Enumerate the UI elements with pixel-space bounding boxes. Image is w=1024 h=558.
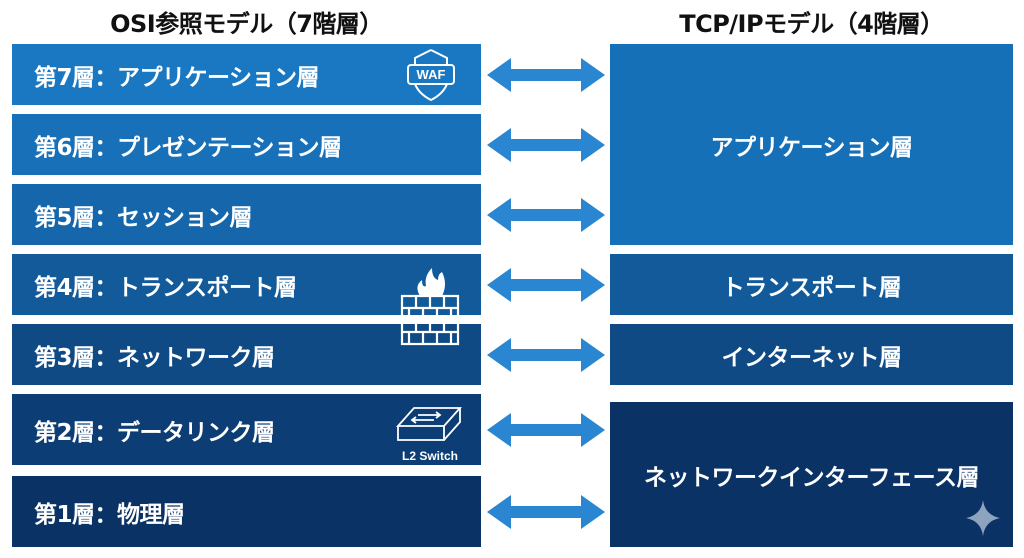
l2-switch-label: L2 Switch bbox=[402, 449, 458, 463]
osi-layer-2-label: 第2層：データリンク層 bbox=[34, 419, 275, 446]
double-arrow-icon bbox=[487, 495, 605, 529]
osi-layer-5: 第5層：セッション層 bbox=[12, 184, 481, 245]
osi-layer-7: 第7層：アプリケーション層 bbox=[12, 44, 481, 105]
double-arrow-icon bbox=[487, 128, 605, 162]
tcpip-network-interface-layer: ネットワークインターフェース層 bbox=[610, 402, 1013, 547]
tcpip-transport-label: トランスポート層 bbox=[721, 274, 902, 301]
tcpip-internet-layer: インターネット層 bbox=[610, 324, 1013, 385]
osi-layer-3-label: 第3層：ネットワーク層 bbox=[34, 344, 275, 371]
tcpip-application-layer: アプリケーション層 bbox=[610, 44, 1013, 245]
tcpip-application-label: アプリケーション層 bbox=[710, 134, 913, 161]
double-arrow-icon bbox=[487, 198, 605, 232]
osi-layer-1-label: 第1層：物理層 bbox=[34, 501, 185, 528]
tcpip-model-heading: TCP/IPモデル（4階層） bbox=[679, 10, 944, 38]
osi-layer-2: 第2層：データリンク層 bbox=[12, 394, 481, 465]
sparkle-icon bbox=[966, 500, 1000, 536]
osi-layer-3: 第3層：ネットワーク層 bbox=[12, 324, 481, 385]
osi-layer-6: 第6層：プレゼンテーション層 bbox=[12, 114, 481, 175]
osi-layer-4-label: 第4層：トランスポート層 bbox=[34, 274, 297, 301]
firewall-icon bbox=[400, 268, 460, 346]
double-arrow-icon bbox=[487, 268, 605, 302]
osi-model-heading: OSI参照モデル（7階層） bbox=[110, 10, 383, 38]
double-arrow-icon bbox=[487, 338, 605, 372]
osi-layer-5-label: 第5層：セッション層 bbox=[34, 204, 253, 231]
osi-layer-7-label: 第7層：アプリケーション層 bbox=[34, 64, 320, 91]
waf-label: WAF bbox=[417, 67, 446, 82]
tcpip-internet-label: インターネット層 bbox=[721, 344, 903, 371]
osi-layer-6-label: 第6層：プレゼンテーション層 bbox=[34, 134, 342, 161]
l2-switch-icon: L2 Switch bbox=[395, 407, 463, 463]
double-arrow-icon bbox=[487, 413, 605, 447]
osi-layer-1: 第1層：物理層 bbox=[12, 476, 481, 547]
waf-shield-icon: WAF bbox=[407, 49, 455, 102]
double-arrow-icon bbox=[487, 58, 605, 92]
tcpip-network-interface-label: ネットワークインターフェース層 bbox=[644, 464, 979, 491]
tcpip-transport-layer: トランスポート層 bbox=[610, 254, 1013, 315]
